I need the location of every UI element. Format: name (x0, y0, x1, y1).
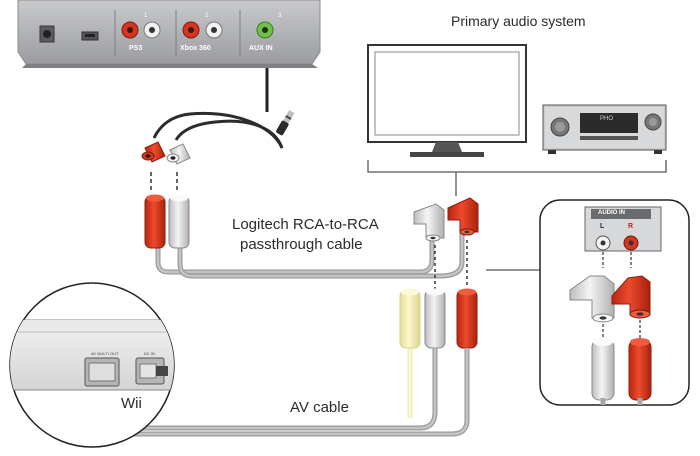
wii-label: Wii (121, 395, 142, 412)
aux-in-jack (256, 21, 274, 39)
hub-port-number-1: 1 (144, 13, 148, 19)
hub-port-label-ps3: PS3 (129, 45, 143, 52)
usb-port-icon (81, 31, 99, 41)
audio-in-right-label: R (628, 223, 634, 230)
passthrough-cable-label-line1: Logitech RCA-to-RCA (232, 216, 379, 233)
passthrough-left-red-plug-icon (144, 194, 166, 249)
y-splitter-cable (141, 109, 295, 165)
passthrough-left-white-plug-icon (168, 194, 190, 249)
primary-audio-system-label: Primary audio system (451, 13, 586, 29)
av-red-plug-icon (456, 289, 478, 349)
wii-dc-in-label: DC IN (144, 351, 155, 356)
wii-inset (9, 282, 175, 448)
hub-port-number-2: 2 (205, 13, 209, 19)
primary-audio-system (367, 44, 667, 196)
av-receiver-icon (542, 104, 667, 154)
ps3-audio-jacks (121, 21, 161, 39)
splitter-red-female-icon (141, 141, 166, 163)
tv-icon (367, 44, 527, 157)
av-cable-label: AV cable (290, 399, 349, 416)
hub-port-label-xbox: Xbox 360 (180, 45, 211, 52)
power-jack-icon (39, 25, 55, 43)
audio-in-inset (539, 199, 690, 406)
passthrough-cable-label-line2: passthrough cable (240, 236, 363, 253)
av-white-plug-icon (424, 289, 446, 349)
receiver-display-text: PHO (600, 116, 614, 122)
xbox-audio-jacks (182, 21, 223, 39)
3.5mm-plug-icon (276, 109, 295, 136)
hub-port-label-aux: AUX IN (249, 45, 273, 52)
logitech-hub (17, 0, 321, 68)
splitter-white-female-icon (166, 143, 191, 165)
audio-in-left-label: L (600, 223, 605, 230)
wii-av-multi-out-label: AV MULTI OUT (91, 351, 119, 356)
passthrough-right-red-plug-icon (447, 197, 479, 236)
passthrough-cable (144, 194, 479, 279)
hub-port-number-3: 3 (278, 13, 282, 19)
audio-in-title: AUDIO IN (598, 210, 625, 216)
passthrough-right-white-plug-icon (413, 203, 445, 242)
